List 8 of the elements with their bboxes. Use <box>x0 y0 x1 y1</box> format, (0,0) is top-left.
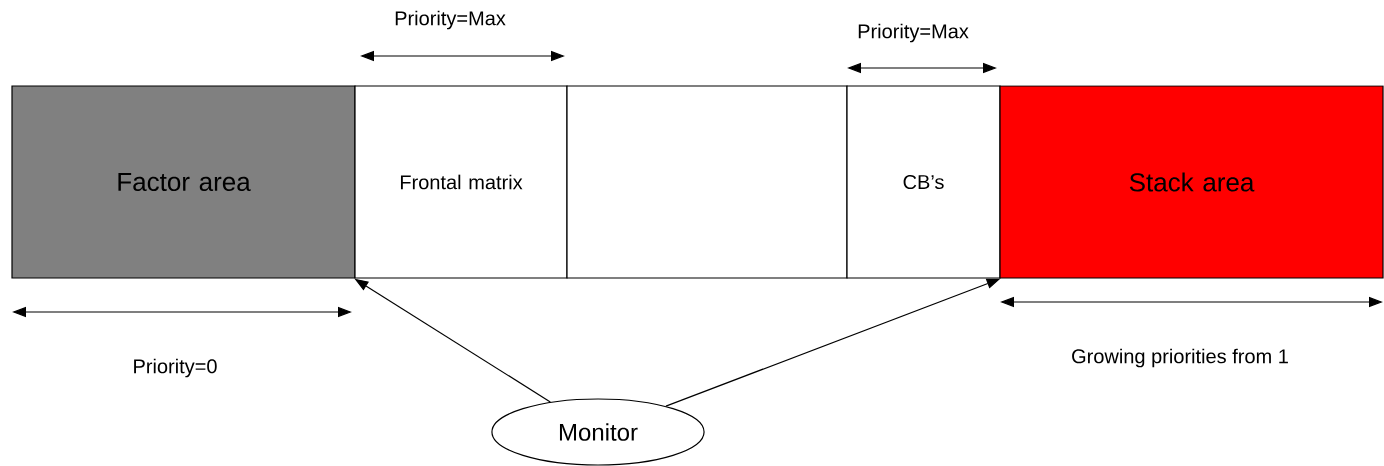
dimension-label: Priority=0 <box>134 358 217 378</box>
dimension-label: Priority=Max <box>858 23 969 43</box>
area-box: CB’s <box>846 85 1001 279</box>
area-box: Factor area <box>11 85 356 279</box>
dimension-label: Priority=Max <box>395 10 506 30</box>
dimension-label: Growing priorities from 1 <box>1072 348 1288 368</box>
area-box: Stack area <box>999 85 1384 279</box>
area-box: Frontal matrix <box>354 85 568 279</box>
